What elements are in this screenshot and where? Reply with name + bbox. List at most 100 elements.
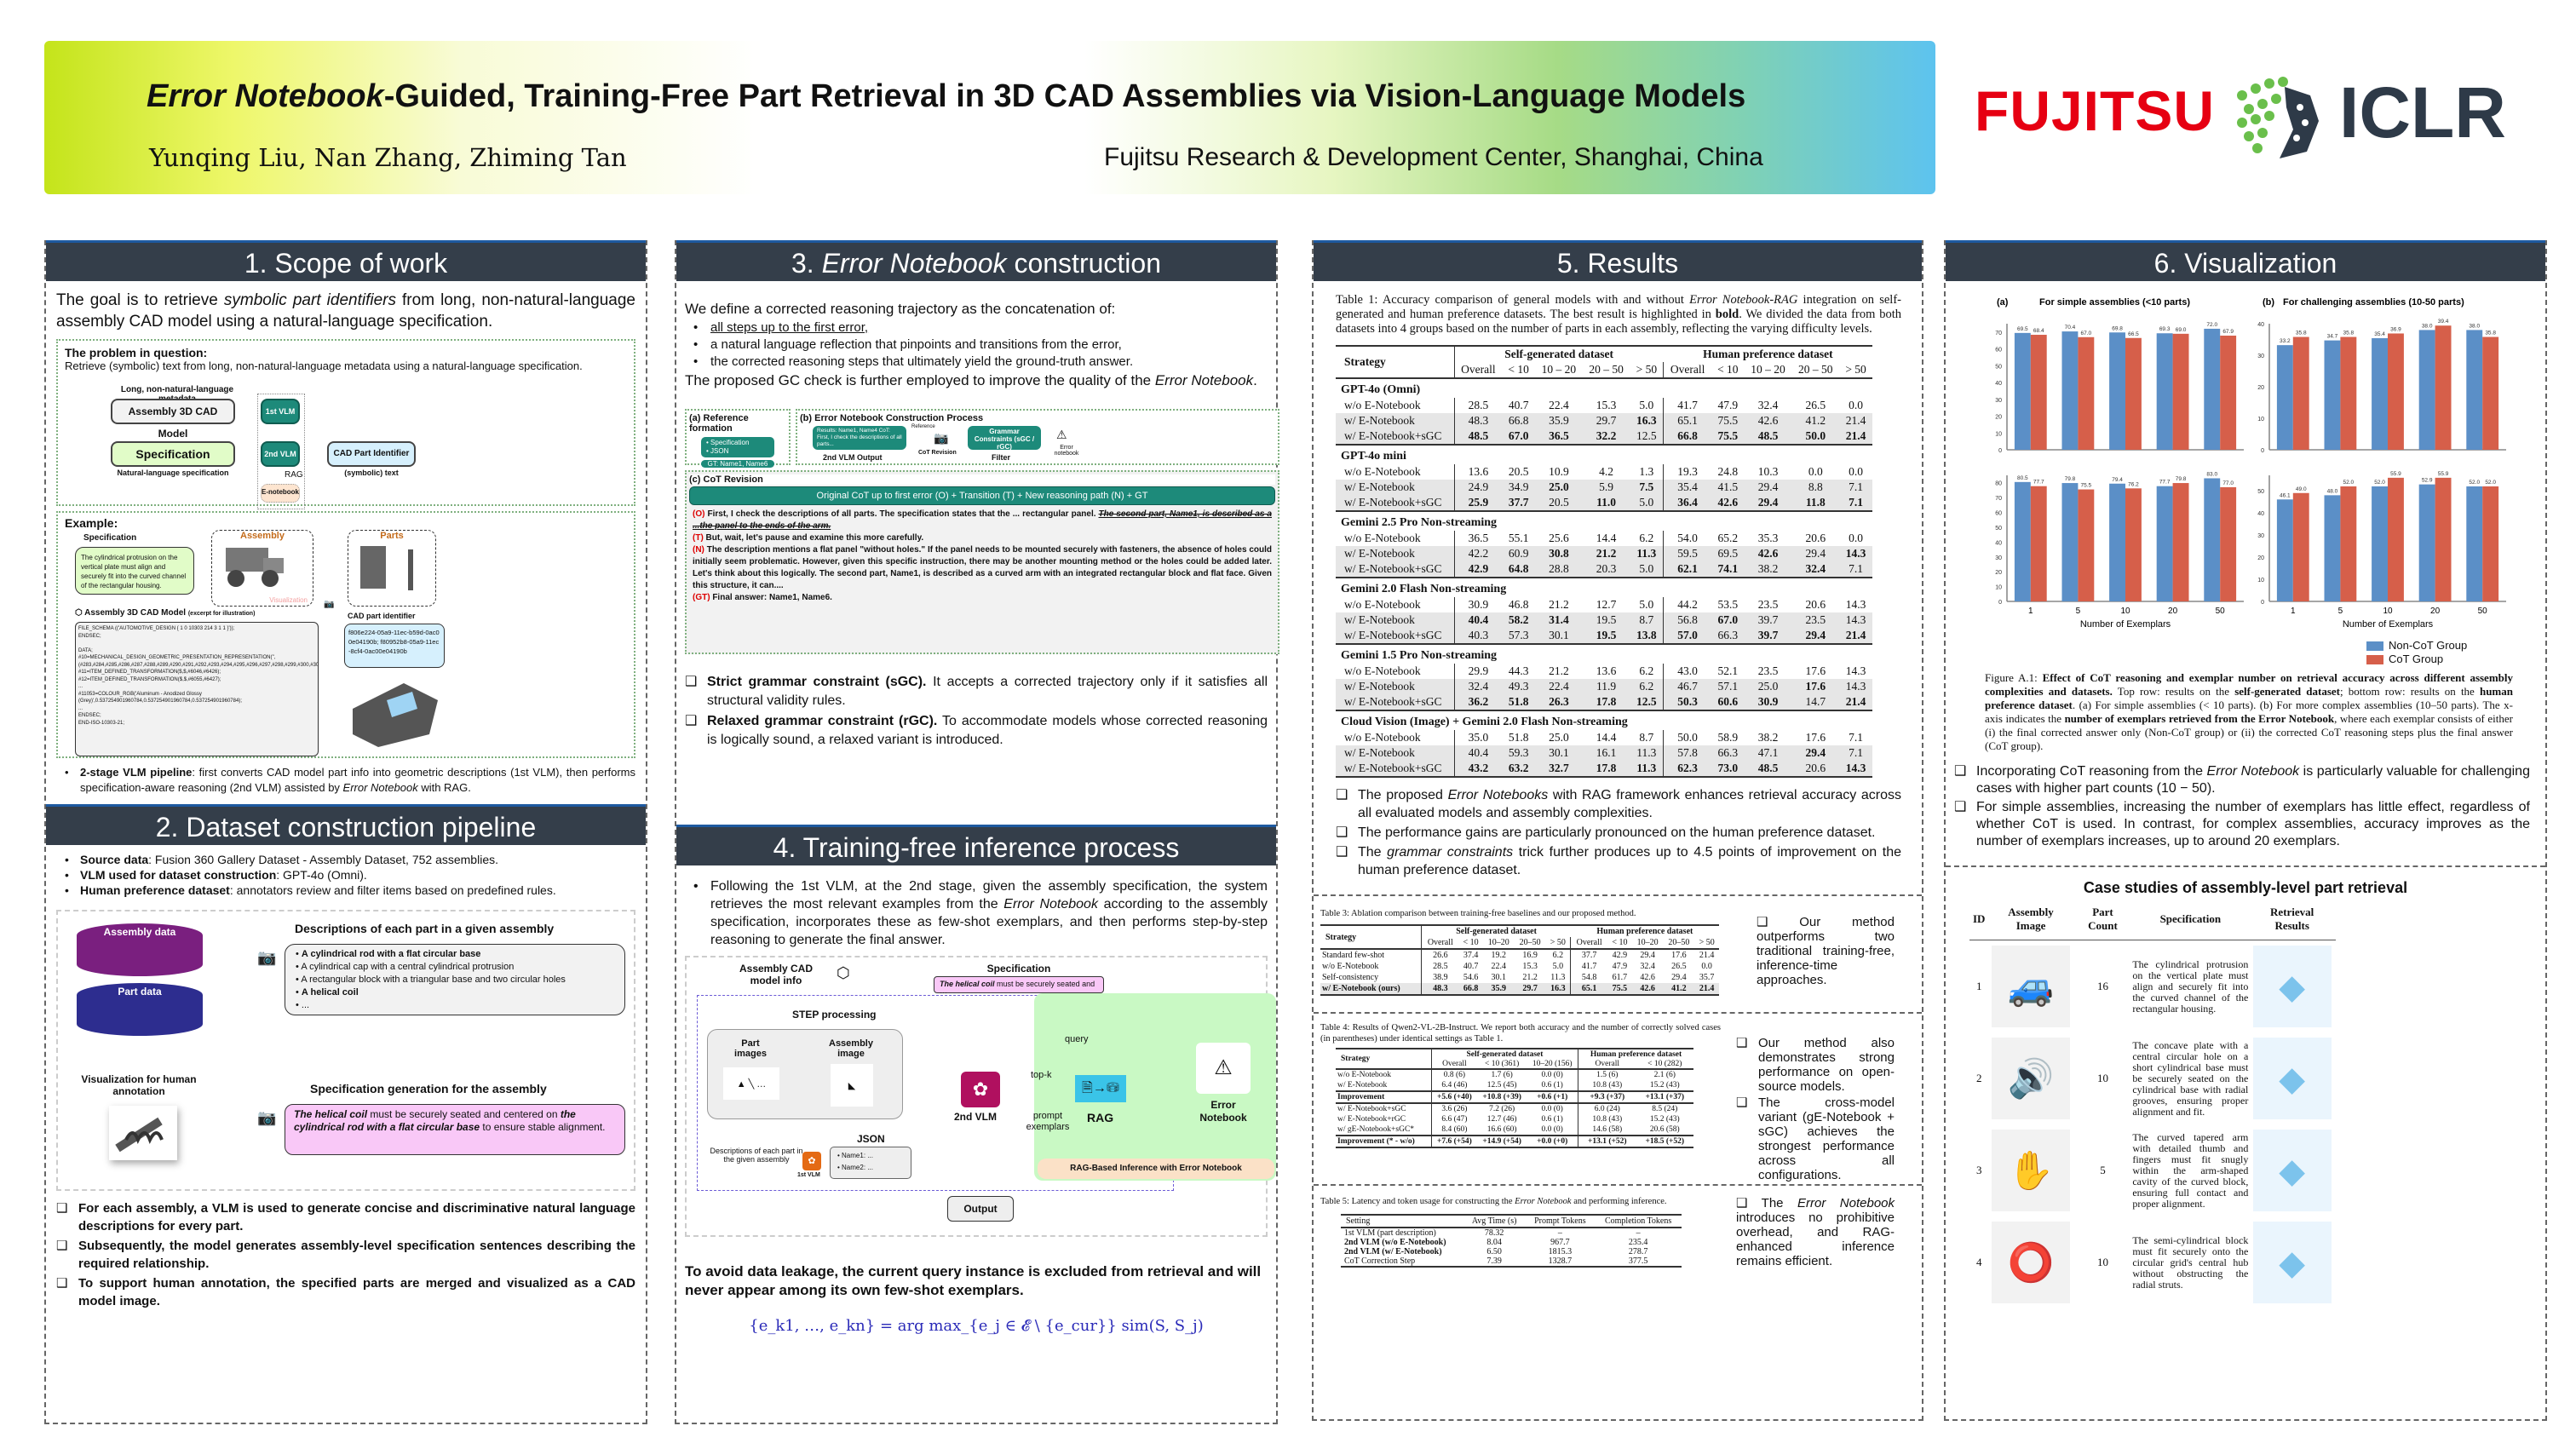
table-cell: 12.5 (45) (1486, 1081, 1517, 1090)
column-header: 10 – 20 (1751, 363, 1785, 376)
column-header: Completion Tokens (1604, 1216, 1672, 1226)
code-line: ... (78, 705, 83, 711)
case-part-count: 10 (2096, 1072, 2108, 1084)
table-cell: 14.6 (58) (1577, 1124, 1636, 1136)
table-cell: 40.7 (1508, 399, 1529, 411)
table-cell: 19.3 (1663, 464, 1711, 480)
bar-value-label: 38.0 (2469, 323, 2480, 329)
vlm1-icon: ✿ (802, 1152, 821, 1170)
table-cell: 48.5 (1453, 428, 1503, 445)
table-cell: 54.8 (1570, 972, 1608, 983)
parts-panel: Parts (348, 530, 436, 607)
table-cell: 62.1 (1663, 561, 1711, 578)
bar-cot (2125, 337, 2142, 450)
table-cell: 29.9 (1453, 664, 1503, 679)
panel-label-a: (a) (1997, 297, 2009, 308)
table-cell: 29.4 (1671, 973, 1687, 982)
problem-box: The problem in question: Retrieve (symbo… (56, 339, 635, 509)
authors: Yunqing Liu, Nan Zhang, Zhiming Tan (149, 143, 627, 172)
row-label: w/ E-Notebook+rGC (1337, 1115, 1406, 1124)
construction-process-panel: (b) Error Notebook Construction Process … (796, 409, 1279, 465)
x-tick-label: 1 (2291, 607, 2296, 616)
table-cell: 12.5 (1630, 428, 1664, 445)
table-cell: 59.3 (1502, 745, 1536, 761)
y-tick-label: 10 (1995, 431, 2002, 437)
retrieved-part-image (353, 683, 438, 747)
bar-cot (2292, 492, 2309, 601)
bar-cot (2078, 336, 2095, 450)
trajectory-bullets: all steps up to the first error, a natur… (685, 319, 1268, 371)
column-header: 10–20 (156) (1532, 1060, 1573, 1068)
column-header: Avg Time (s) (1471, 1216, 1517, 1226)
table-cell: 61.7 (1612, 973, 1628, 982)
row-label: w/o E-Notebook (1337, 1071, 1392, 1079)
table-cell: 54.6 (1463, 973, 1479, 982)
y-tick-label: 40 (2257, 511, 2264, 517)
row-label: Standard few-shot (1322, 951, 1385, 960)
bar-cot (2220, 336, 2237, 450)
bar-cot (2030, 335, 2047, 450)
table-cell: 17.6 (1805, 664, 1826, 677)
table-cell: 5.0 (1639, 399, 1654, 411)
case-id: 4 (1975, 1256, 1982, 1268)
assembly-image: 🚙 (1992, 946, 2071, 1027)
row-label: w/ E-Notebook (1336, 546, 1455, 561)
bar-cot (2125, 488, 2142, 601)
table-cell: 50.0 (1663, 730, 1711, 745)
assembly-image: 🔊 (1992, 1038, 2071, 1119)
table-cell: 29.7 (1514, 983, 1546, 995)
table-cell: 41.7 (1663, 398, 1711, 413)
y-tick-label: 10 (2257, 578, 2264, 584)
table-cell: 42.2 (1453, 546, 1503, 561)
output-node: Output (947, 1196, 1014, 1222)
row-label: w/ E-Notebook (1337, 1081, 1388, 1090)
y-tick-label: 60 (1995, 511, 2002, 517)
retrieval-formula: {e_k1, …, e_kn} = arg max_{e_j ∈ 𝓔 \ {e_… (749, 1317, 1204, 1335)
bar-cot (2292, 336, 2309, 450)
model-group-label: Gemini 2.0 Flash Non-streaming (1341, 583, 1507, 595)
gpt-camera-icon: 📷 (257, 949, 277, 966)
table-cell: 30.9 (1744, 694, 1792, 710)
column-header: Overall (1421, 937, 1459, 949)
table-cell: +0.0 (+0) (1537, 1137, 1568, 1146)
bar-non-cot (2324, 340, 2341, 450)
table-cell: 7.1 (1839, 561, 1872, 578)
table-cell: 32.4 (1453, 679, 1503, 694)
column-4: 6. Visualization (a)For simple assemblie… (1944, 240, 2547, 1421)
table-cell: 69.5 (1711, 546, 1745, 561)
iclr-logo: ICLR (2339, 72, 2506, 152)
table-cell: 60.9 (1502, 546, 1536, 561)
table-cell: 42.6 (1640, 973, 1655, 982)
table-cell: 47.9 (1612, 962, 1628, 971)
vlm1-node: 1st VLM (261, 399, 300, 424)
case-part-count: 10 (2096, 1256, 2108, 1268)
table-cell: 20.6 (1805, 598, 1826, 611)
table-cell: 41.7 (1570, 961, 1608, 972)
table-cell: 32.4 (1757, 399, 1779, 411)
table-cell: 32.7 (1535, 761, 1583, 777)
bar-non-cot (2324, 495, 2341, 601)
column-header: Overall (1430, 1060, 1477, 1069)
table-cell: 10.8 (43) (1577, 1114, 1636, 1124)
bar-value-label: 33.2 (2280, 338, 2291, 344)
table-row: 1st VLM (part description)78.32–– (1341, 1228, 1682, 1238)
case-column-header: ID (1973, 912, 1986, 925)
table-cell: 6.2 (1630, 679, 1664, 694)
table-cell: 57.3 (1502, 628, 1536, 644)
e-notebook-node: E-notebook (261, 484, 300, 503)
bar-value-label: 52.0 (2343, 480, 2355, 486)
table-cell: 11.3 (1630, 745, 1664, 761)
table-cell: 21.2 (1522, 973, 1538, 982)
row-label: w/o E-Notebook (1344, 465, 1421, 478)
table-cell: 377.5 (1628, 1256, 1648, 1266)
row-label: w/ E-Notebook+sGC (1336, 495, 1455, 511)
table-cell: 44.3 (1508, 664, 1529, 677)
y-tick-label: 40 (1995, 540, 2002, 546)
row-label: w/ E-Notebook (1336, 679, 1455, 694)
table-cell: 29.4 (1791, 745, 1840, 761)
